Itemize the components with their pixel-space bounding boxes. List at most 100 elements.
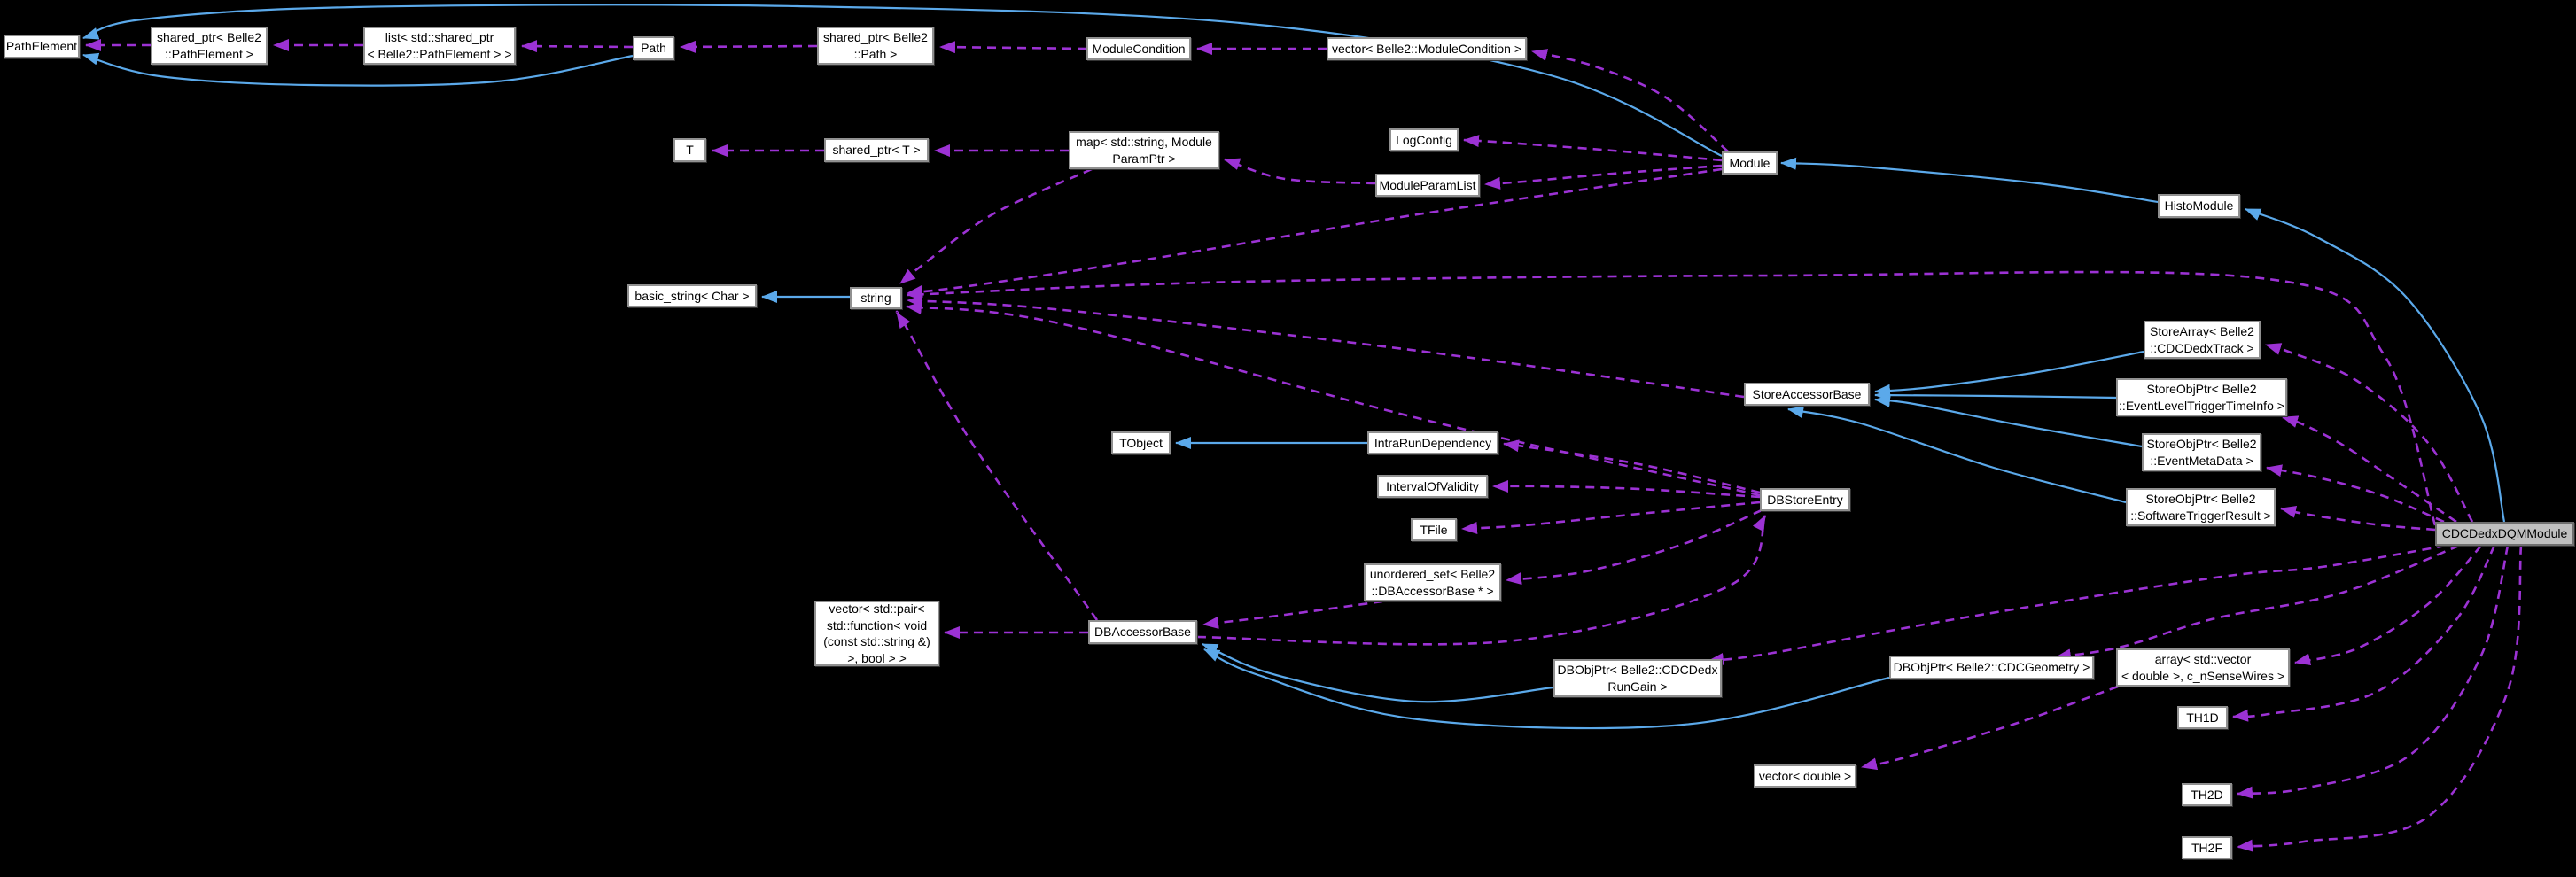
edge-array-vector-double--vector-double bbox=[1861, 685, 2119, 771]
edge-dbobjptr-cdcgeometry--dbaccessorbase bbox=[1203, 648, 1890, 730]
node-tfile[interactable]: TFile bbox=[1411, 518, 1457, 541]
node-label: map< std::string, Module bbox=[1076, 135, 1212, 149]
edge-modulecondition--sp-path bbox=[939, 41, 1087, 54]
node-label: ::DBAccessorBase * > bbox=[1371, 583, 1494, 598]
edge-cdcdedxdqmmodule--th1d bbox=[2232, 545, 2496, 722]
edges-group bbox=[82, 4, 2523, 852]
node-label: TH2F bbox=[2191, 840, 2222, 855]
node-intervalofvalidity[interactable]: IntervalOfValidity bbox=[1377, 475, 1488, 498]
node-label: ParamPtr > bbox=[1112, 151, 1176, 166]
node-vector-double[interactable]: vector< double > bbox=[1754, 764, 1856, 788]
node-label: ::CDCDedxTrack > bbox=[2150, 340, 2254, 355]
node-cdcdedxdqmmodule: CDCDedxDQMModule bbox=[2435, 522, 2574, 546]
node-intrarundependency[interactable]: IntraRunDependency bbox=[1367, 431, 1498, 454]
edge-storeaccessorbase--string bbox=[907, 295, 1745, 399]
node-label: TH2D bbox=[2191, 787, 2223, 802]
node-storeobjptr-eltti[interactable]: StoreObjPtr< Belle2::EventLevelTriggerTi… bbox=[2116, 378, 2287, 416]
node-dbaccessorbase[interactable]: DBAccessorBase bbox=[1088, 620, 1197, 644]
node-pathelement[interactable]: PathElement bbox=[4, 35, 80, 58]
node-sp-pathelement[interactable]: shared_ptr< Belle2::PathElement > bbox=[151, 27, 268, 65]
node-label: StoreObjPtr< Belle2 bbox=[2146, 437, 2257, 451]
edge-map-moduleparamptr--string bbox=[899, 167, 1093, 284]
node-dbstoreentry[interactable]: DBStoreEntry bbox=[1760, 488, 1850, 511]
node-label: IntervalOfValidity bbox=[1386, 478, 1479, 493]
node-basic-string[interactable]: basic_string< Char > bbox=[627, 284, 757, 307]
edge-dbstoreentry--string bbox=[906, 301, 1761, 497]
node-sp-t[interactable]: shared_ptr< T > bbox=[824, 138, 929, 162]
node-label: < double >, c_nSenseWires > bbox=[2121, 668, 2285, 683]
node-modulecondition[interactable]: ModuleCondition bbox=[1086, 37, 1191, 60]
node-label: HistoModule bbox=[2164, 198, 2234, 213]
node-list-sp-pathelement[interactable]: list< std::shared_ptr< Belle2::PathEleme… bbox=[363, 27, 516, 65]
node-string[interactable]: string bbox=[850, 287, 902, 309]
node-module[interactable]: Module bbox=[1722, 151, 1778, 175]
node-label: std::function< void bbox=[826, 617, 928, 633]
node-storeobjptr-softwaretrigger[interactable]: StoreObjPtr< Belle2::SoftwareTriggerResu… bbox=[2126, 488, 2276, 526]
edge-cdcdedxdqmmodule--th2d bbox=[2237, 545, 2510, 799]
node-storearray-cdcdedxtrack[interactable]: StoreArray< Belle2::CDCDedxTrack > bbox=[2144, 321, 2261, 359]
node-label: StoreArray< Belle2 bbox=[2150, 324, 2254, 338]
node-label: shared_ptr< Belle2 bbox=[157, 30, 261, 44]
node-label: vector< std::pair< bbox=[829, 601, 925, 616]
node-label: TFile bbox=[1420, 522, 1448, 537]
edge-storeobjptr-softwaretrigger--storeaccessorbase bbox=[1787, 406, 2127, 504]
node-unordered-set-dbaccessorbase[interactable]: unordered_set< Belle2::DBAccessorBase * … bbox=[1364, 563, 1501, 601]
node-label: IntraRunDependency bbox=[1374, 435, 1492, 450]
edge-cdcdedxdqmmodule--dbobjptr-cdcgeometry bbox=[2055, 544, 2460, 662]
edge-storeobjptr-eventmetadata--storeaccessorbase bbox=[1874, 394, 2143, 448]
node-dbobjptr-cdcgeometry[interactable]: DBObjPtr< Belle2::CDCGeometry > bbox=[1889, 656, 2094, 679]
node-th2f[interactable]: TH2F bbox=[2182, 836, 2232, 859]
node-label: list< std::shared_ptr bbox=[385, 30, 494, 44]
node-vec-pair-function[interactable]: vector< std::pair< std::function< void(c… bbox=[814, 601, 939, 666]
node-th2d[interactable]: TH2D bbox=[2182, 783, 2232, 806]
node-label: < Belle2::PathElement > > bbox=[367, 46, 512, 61]
node-th1d[interactable]: TH1D bbox=[2177, 706, 2228, 729]
node-label: basic_string< Char > bbox=[634, 288, 750, 303]
edge-dbstoreentry--unordered-set-dbaccessorbase bbox=[1506, 508, 1763, 586]
node-storeaccessorbase[interactable]: StoreAccessorBase bbox=[1744, 383, 1870, 406]
node-label: vector< Belle2::ModuleCondition > bbox=[1331, 41, 1522, 56]
node-label: Path bbox=[641, 41, 666, 56]
edge-dbstoreentry--tfile bbox=[1461, 501, 1761, 535]
edge-cdcdedxdqmmodule--th2f bbox=[2237, 545, 2523, 852]
node-tobject[interactable]: TObject bbox=[1111, 431, 1171, 454]
node-sp-path[interactable]: shared_ptr< Belle2::Path > bbox=[817, 27, 934, 65]
edge-sp-path--path bbox=[680, 40, 818, 53]
edge-module--vec-modulecondition bbox=[1531, 49, 1729, 152]
node-label: CDCDedxDQMModule bbox=[2441, 526, 2568, 541]
node-label: DBAccessorBase bbox=[1094, 625, 1191, 640]
node-storeobjptr-eventmetadata[interactable]: StoreObjPtr< Belle2::EventMetaData > bbox=[2142, 433, 2261, 471]
edge-module--moduleparamlist bbox=[1484, 164, 1723, 190]
node-vec-modulecondition[interactable]: vector< Belle2::ModuleCondition > bbox=[1327, 37, 1527, 60]
node-label: DBObjPtr< Belle2::CDCDedx bbox=[1557, 663, 1718, 677]
edge-path--list-sp-pathelement bbox=[521, 40, 634, 53]
node-label: StoreObjPtr< Belle2 bbox=[2145, 492, 2256, 506]
edge-cdcdedxdqmmodule--histomodule bbox=[2245, 207, 2506, 523]
edge-storearray-cdcdedxtrack--storeaccessorbase bbox=[1874, 350, 2144, 397]
edge-dbobjptr-rungain--dbaccessorbase bbox=[1202, 642, 1554, 703]
node-label: ModuleCondition bbox=[1092, 41, 1186, 56]
edge-cdcdedxdqmmodule--storeobjptr-eventmetadata bbox=[2266, 464, 2445, 524]
node-label: ::PathElement > bbox=[164, 46, 253, 61]
node-label: StoreAccessorBase bbox=[1752, 386, 1862, 401]
node-array-vector-double[interactable]: array< std::vector< double >, c_nSenseWi… bbox=[2116, 648, 2290, 687]
node-label: vector< double > bbox=[1758, 768, 1852, 783]
node-histomodule[interactable]: HistoModule bbox=[2158, 194, 2240, 218]
node-label: string bbox=[860, 291, 891, 306]
node-moduleparamlist[interactable]: ModuleParamList bbox=[1375, 174, 1480, 197]
node-label: Module bbox=[1729, 155, 1771, 170]
node-label: (const std::string &) bbox=[823, 634, 930, 648]
node-label: shared_ptr< Belle2 bbox=[823, 30, 928, 44]
node-label: DBStoreEntry bbox=[1767, 492, 1843, 507]
edge-storeobjptr-eltti--storeaccessorbase bbox=[1874, 389, 2117, 402]
node-label: RunGain > bbox=[1607, 679, 1668, 694]
node-path[interactable]: Path bbox=[633, 36, 674, 60]
edge-dbaccessorbase--string bbox=[895, 310, 1099, 621]
node-label: ::Path > bbox=[853, 46, 898, 61]
node-t[interactable]: T bbox=[673, 138, 706, 162]
node-logconfig[interactable]: LogConfig bbox=[1389, 128, 1459, 151]
